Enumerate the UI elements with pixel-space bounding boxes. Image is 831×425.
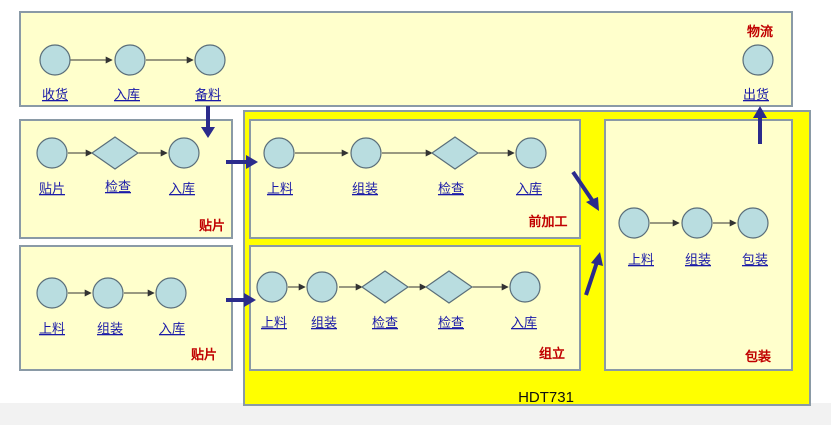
- step-node: [350, 137, 382, 169]
- step-node: [509, 271, 541, 303]
- step-node-store: [114, 44, 146, 76]
- step-label[interactable]: 上料: [628, 253, 654, 268]
- step-label-receive[interactable]: 收货: [42, 87, 68, 103]
- step-label[interactable]: 检查: [105, 180, 131, 195]
- step-node: [306, 271, 338, 303]
- step-node: [515, 137, 547, 169]
- step-label[interactable]: 上料: [267, 182, 293, 197]
- step-label[interactable]: 上料: [261, 316, 287, 331]
- step-node: [618, 207, 650, 239]
- transfer-arrow-head: [591, 252, 603, 266]
- step-label-store[interactable]: 入库: [114, 87, 140, 103]
- step-node: [92, 277, 124, 309]
- packaging-panel: [604, 119, 793, 371]
- inspection-diamond: [90, 136, 140, 170]
- step-node: [36, 137, 68, 169]
- transfer-arrow-head: [244, 293, 256, 307]
- transfer-arrow-head: [201, 127, 215, 138]
- step-label[interactable]: 检查: [438, 316, 464, 331]
- step-node: [155, 277, 187, 309]
- step-label[interactable]: 组装: [97, 322, 123, 337]
- inspection-diamond: [360, 270, 410, 304]
- step-label[interactable]: 上料: [39, 322, 65, 337]
- step-label[interactable]: 检查: [372, 316, 398, 331]
- logistics-panel: [19, 11, 793, 107]
- inspection-diamond: [424, 270, 474, 304]
- transfer-arrow-shaft: [584, 261, 599, 296]
- step-label[interactable]: 包装: [742, 253, 768, 268]
- step-label[interactable]: 检查: [438, 182, 464, 197]
- bottom-band: [0, 403, 831, 425]
- step-node-receive: [39, 44, 71, 76]
- step-label[interactable]: 入库: [516, 181, 542, 197]
- smt-top-panel: [19, 119, 233, 239]
- smt-top-section-label: 贴片: [199, 218, 225, 234]
- smt-bottom-section-label: 贴片: [191, 347, 217, 363]
- step-label[interactable]: 入库: [169, 181, 195, 197]
- transfer-arrow-head: [246, 155, 258, 169]
- step-label[interactable]: 入库: [159, 321, 185, 337]
- transfer-arrow-head: [753, 106, 767, 118]
- step-label[interactable]: 组装: [685, 253, 711, 268]
- step-node: [263, 137, 295, 169]
- transfer-arrow-shaft: [571, 170, 594, 202]
- hdt731-label: HDT731: [518, 389, 574, 406]
- step-node-ship: [742, 44, 774, 76]
- packaging-section-label: 包装: [745, 349, 771, 365]
- step-label[interactable]: 组装: [311, 316, 337, 331]
- step-node: [36, 277, 68, 309]
- step-label[interactable]: 贴片: [39, 182, 65, 197]
- assembly-section-label: 组立: [539, 346, 565, 362]
- step-label-prepare[interactable]: 备料: [195, 87, 221, 103]
- logistics-section-label: 物流: [747, 24, 773, 40]
- preprocess-section-label: 前加工: [528, 214, 567, 230]
- step-label[interactable]: 组装: [352, 182, 378, 197]
- step-label[interactable]: 入库: [511, 315, 537, 331]
- assembly-panel: [249, 245, 581, 371]
- step-node: [737, 207, 769, 239]
- step-node: [681, 207, 713, 239]
- step-label-ship[interactable]: 出货: [743, 87, 769, 103]
- step-node: [168, 137, 200, 169]
- step-node-prepare: [194, 44, 226, 76]
- step-node: [256, 271, 288, 303]
- transfer-arrow-head: [586, 197, 599, 211]
- inspection-diamond: [430, 136, 480, 170]
